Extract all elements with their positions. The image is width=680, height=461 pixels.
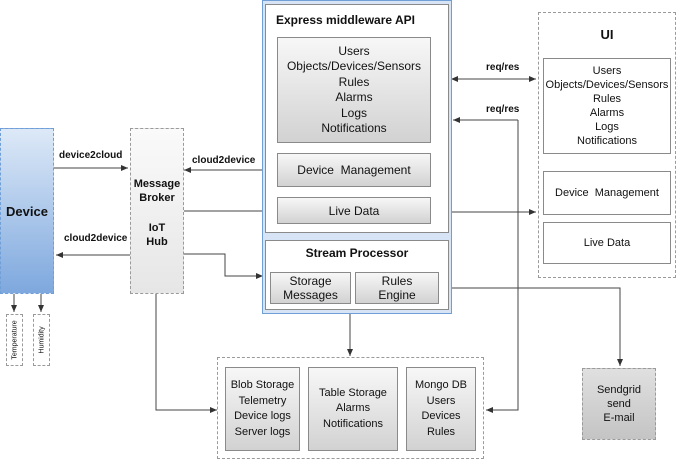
sendgrid-line-1: Sendgrid bbox=[596, 384, 642, 396]
edge-broker-storage bbox=[155, 294, 217, 413]
express-resource-notifications: Notifications bbox=[321, 121, 387, 135]
device-label: Device bbox=[6, 203, 48, 219]
ui-live-data-label: Live Data bbox=[583, 237, 631, 249]
storage-messages-line-2: Messages bbox=[283, 288, 338, 302]
sensor-temperature: Temperature bbox=[6, 314, 23, 366]
express-resource-users: Users bbox=[338, 43, 370, 58]
label-cloud2device-bottom: cloud2device bbox=[64, 233, 128, 244]
ui-resource-rules: Rules bbox=[592, 93, 622, 105]
ui-resources-box: Users Objects/Devices/Sensors Rules Alar… bbox=[543, 58, 671, 154]
mongo-db-rules: Rules bbox=[426, 425, 456, 438]
rules-engine-line-1: Rules bbox=[381, 274, 413, 288]
blob-storage-telemetry: Telemetry bbox=[238, 394, 287, 407]
table-storage-notifications: Notifications bbox=[323, 417, 383, 430]
label-cloud2device-top: cloud2device bbox=[192, 155, 256, 166]
blob-storage-box: Blob Storage Telemetry Device logs Serve… bbox=[225, 367, 300, 451]
mongo-db-box: Mongo DB Users Devices Rules bbox=[406, 367, 476, 451]
ui-device-management: Device Management bbox=[543, 171, 671, 215]
sendgrid-box: Sendgrid send E-mail bbox=[582, 368, 656, 440]
label-reqres-top: req/res bbox=[486, 62, 520, 73]
ui-resource-logs: Logs bbox=[595, 121, 619, 133]
blob-storage-title: Blob Storage bbox=[230, 379, 295, 391]
express-live-data-label: Live Data bbox=[328, 203, 380, 218]
express-resources-box: Users Objects/Devices/Sensors Rules Alar… bbox=[277, 37, 431, 143]
broker-line-1: Message bbox=[133, 178, 181, 190]
ui-live-data: Live Data bbox=[543, 222, 671, 264]
edge-reqres-bottom bbox=[486, 120, 519, 413]
storage-messages-box: Storage Messages bbox=[270, 272, 351, 304]
ui-resource-objects: Objects/Devices/Sensors bbox=[545, 79, 669, 91]
storage-messages-line-1: Storage bbox=[289, 274, 332, 288]
express-device-management: Device Management bbox=[277, 153, 431, 187]
label-reqres-bottom: req/res bbox=[486, 104, 520, 115]
device-node: Device bbox=[0, 128, 54, 294]
express-api-title: Express middleware API bbox=[276, 13, 415, 27]
express-device-management-label: Device Management bbox=[297, 163, 411, 177]
sensor-humidity-label: Humidity bbox=[38, 326, 45, 354]
broker-line-2: Broker bbox=[139, 192, 175, 204]
mongo-db-users: Users bbox=[426, 394, 456, 407]
sendgrid-line-3: E-mail bbox=[603, 412, 635, 424]
message-broker-node: Message Broker IoT Hub bbox=[130, 128, 184, 294]
sensor-temperature-label: Temperature bbox=[11, 320, 18, 360]
ui-resource-users: Users bbox=[592, 65, 622, 77]
mongo-db-title: Mongo DB bbox=[415, 379, 467, 391]
ui-device-management-label: Device Management bbox=[555, 187, 659, 199]
rules-engine-line-2: Engine bbox=[378, 288, 416, 302]
edge-rules-sendgrid bbox=[440, 287, 623, 366]
express-resource-logs: Logs bbox=[340, 105, 368, 120]
express-resource-alarms: Alarms bbox=[335, 90, 373, 104]
hub-line-1: IoT bbox=[148, 222, 166, 234]
express-resource-objects: Objects/Devices/Sensors bbox=[286, 59, 422, 73]
ui-title: UI bbox=[600, 27, 614, 42]
stream-processor-title: Stream Processor bbox=[305, 246, 409, 260]
hub-line-2: Hub bbox=[146, 236, 168, 248]
express-live-data: Live Data bbox=[277, 197, 431, 224]
ui-resource-alarms: Alarms bbox=[589, 107, 625, 119]
table-storage-title: Table Storage bbox=[319, 386, 387, 399]
blob-storage-server-logs: Server logs bbox=[234, 425, 291, 438]
express-resource-rules: Rules bbox=[338, 74, 370, 89]
blob-storage-device-logs: Device logs bbox=[234, 410, 291, 422]
ui-resource-notifications: Notifications bbox=[577, 135, 637, 147]
table-storage-box: Table Storage Alarms Notifications bbox=[308, 367, 398, 451]
edge-broker-stream bbox=[184, 253, 263, 279]
rules-engine-box: Rules Engine bbox=[355, 272, 439, 304]
sendgrid-line-2: send bbox=[607, 398, 631, 410]
label-device2cloud: device2cloud bbox=[59, 150, 123, 161]
sensor-humidity: Humidity bbox=[33, 314, 50, 366]
mongo-db-devices: Devices bbox=[421, 410, 461, 422]
table-storage-alarms: Alarms bbox=[335, 402, 371, 415]
